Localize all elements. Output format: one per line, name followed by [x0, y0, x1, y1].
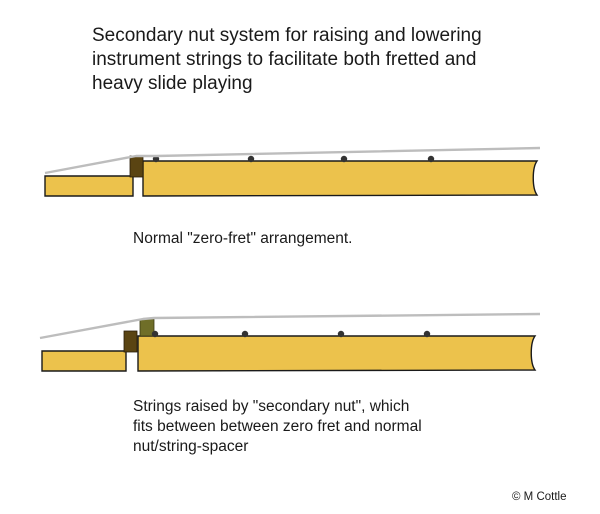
fret-2: [340, 155, 348, 163]
secondary-nut-caption-line-3: nut/string-spacer: [133, 438, 249, 455]
fret-2: [337, 330, 345, 338]
nut: [129, 155, 144, 178]
secondary-nut-diagram: [39, 312, 541, 372]
title-line-3: heavy slide playing: [92, 73, 253, 94]
zero-fret: [151, 330, 159, 338]
headstock-section: [41, 350, 127, 372]
secondary-nut-caption-line-1: Strings raised by "secondary nut", which: [133, 398, 410, 415]
neck-body: [137, 335, 537, 372]
string: [44, 146, 541, 175]
diagram-title: Secondary nut system for raising and low…: [92, 24, 572, 96]
fret-1: [241, 330, 249, 338]
title-line-1: Secondary nut system for raising and low…: [92, 25, 482, 46]
secondary-nut-caption-line-2: fits between between zero fret and norma…: [133, 418, 422, 435]
title-line-2: instrument strings to facilitate both fr…: [92, 49, 477, 70]
fret-3: [427, 155, 435, 163]
string: [39, 312, 541, 340]
fret-3: [423, 330, 431, 338]
zero-fret-diagram: [44, 146, 541, 197]
zero-fret-caption-text: Normal "zero-fret" arrangement.: [133, 230, 353, 247]
headstock-section: [44, 175, 134, 197]
fret-1: [247, 155, 255, 163]
copyright-notice: © M Cottle: [512, 491, 567, 503]
zero-fret: [152, 155, 160, 163]
nut: [123, 330, 138, 353]
neck-body: [142, 160, 539, 197]
secondary-nut-caption: Strings raised by "secondary nut", which…: [133, 397, 422, 457]
zero-fret-caption: Normal "zero-fret" arrangement.: [133, 229, 352, 249]
